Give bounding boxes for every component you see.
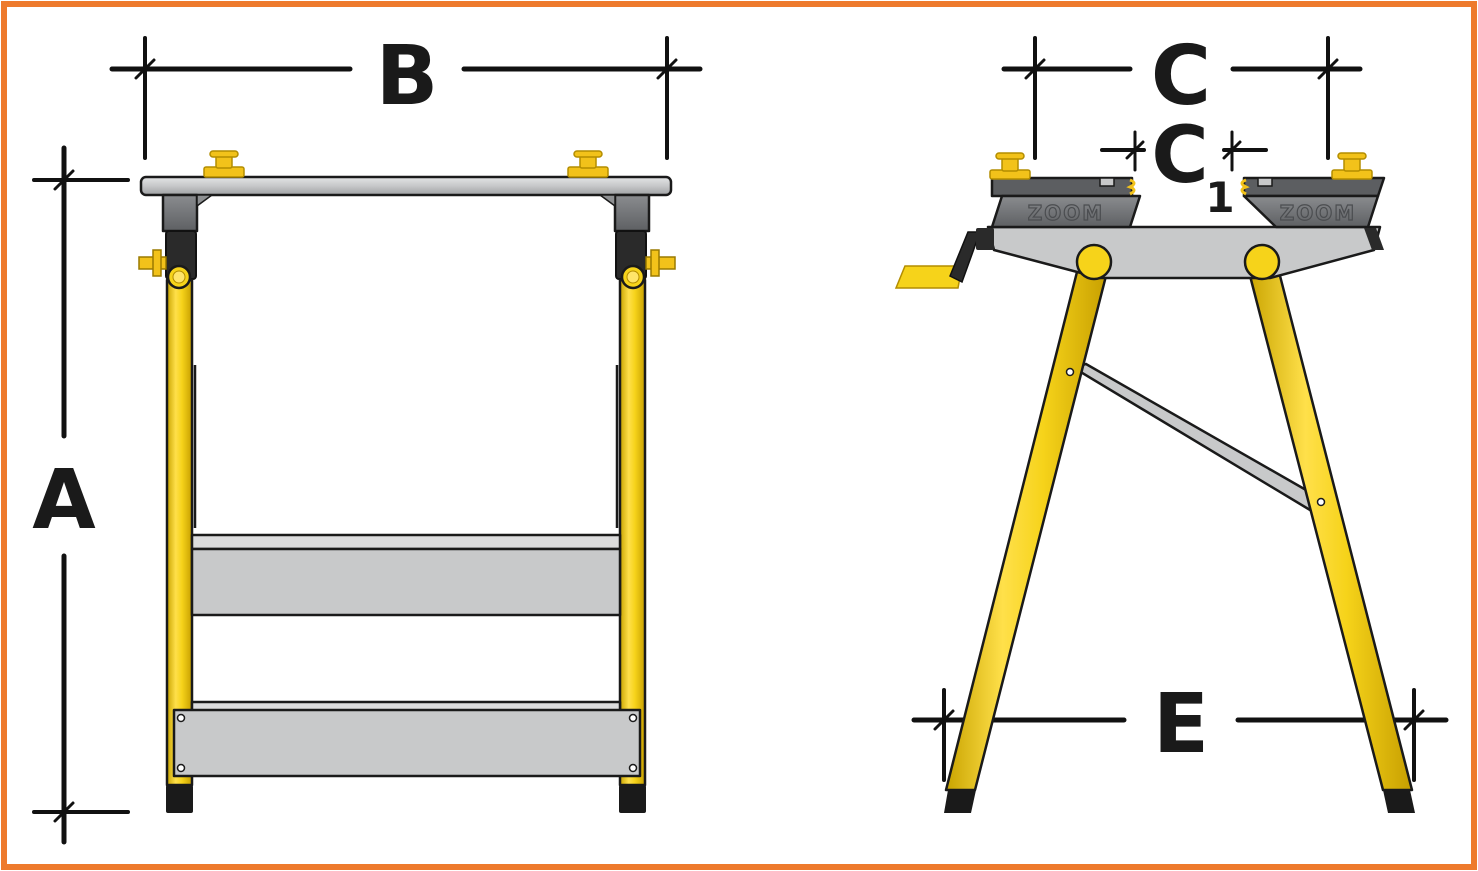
left-jaw: ZOOM — [990, 176, 1142, 229]
side-left-leg — [944, 266, 1110, 792]
dimension-c1-subscript: 1 — [1205, 173, 1234, 222]
side-view: C C 1 E — [894, 29, 1449, 813]
dimension-b-label: B — [376, 29, 439, 124]
crank-handle-icon — [894, 228, 994, 289]
dimension-a: A — [32, 145, 130, 845]
dimension-c1: C 1 — [1100, 111, 1268, 222]
side-right-knob — [1331, 152, 1373, 180]
top-rail — [139, 175, 673, 197]
side-frame — [986, 225, 1382, 280]
dimension-c-label: C — [1151, 29, 1211, 124]
dimension-e: E — [911, 677, 1449, 782]
side-right-foot — [1383, 790, 1415, 813]
side-left-foot — [944, 790, 976, 813]
bottom-shelf — [172, 700, 642, 778]
right-jaw: ZOOM — [1240, 176, 1386, 250]
side-left-pivot — [1075, 243, 1113, 281]
side-left-knob — [989, 152, 1031, 180]
dimension-e-label: E — [1153, 677, 1209, 772]
front-right-foot — [619, 785, 646, 813]
side-right-leg — [1246, 266, 1414, 792]
side-right-pivot — [1243, 243, 1281, 281]
middle-shelf — [190, 533, 622, 617]
front-view: B A — [32, 29, 703, 845]
right-jaw-brand: ZOOM — [1280, 201, 1356, 225]
dimension-a-label: A — [32, 453, 96, 548]
right-top-knob — [567, 150, 609, 178]
left-jaw-brand: ZOOM — [1028, 201, 1104, 225]
left-top-knob — [203, 150, 245, 178]
dimension-c: C — [1001, 29, 1363, 160]
dimension-b: B — [109, 29, 703, 160]
dimension-c1-label: C — [1151, 111, 1208, 201]
front-left-foot — [166, 785, 193, 813]
